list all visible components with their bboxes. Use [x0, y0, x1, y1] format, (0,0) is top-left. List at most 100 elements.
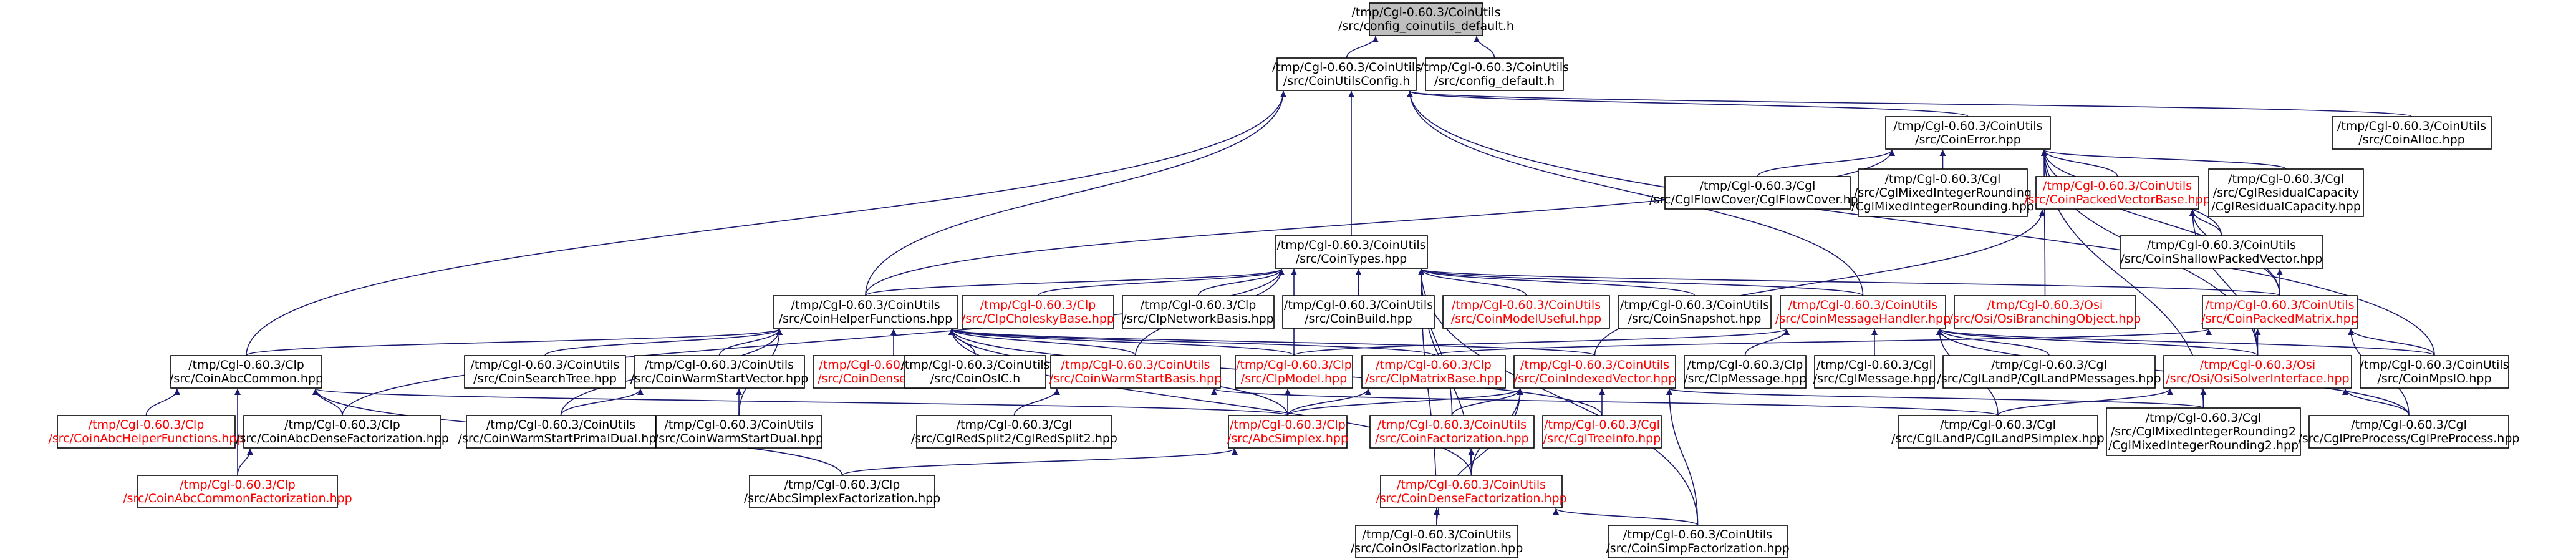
node-label-line: /tmp/Cgl-0.60.3/CoinUtils [1272, 61, 1421, 74]
graph-node-coinmpsio[interactable]: /tmp/Cgl-0.60.3/CoinUtils/src/CoinMpsIO.… [2360, 355, 2509, 389]
edge-cglredsplit2-to-coinwarmstartbasis [1013, 388, 1060, 416]
edge-abcsimplexfact-to-abcsimplex [841, 448, 1238, 476]
graph-node-coinwarmstartdual[interactable]: /tmp/Cgl-0.60.3/CoinUtils/src/CoinWarmSt… [655, 415, 823, 449]
edge-coinwarmstartbasis-to-coinhelper [948, 328, 1136, 356]
graph-node-coinhelper[interactable]: /tmp/Cgl-0.60.3/CoinUtils/src/CoinHelper… [773, 295, 958, 329]
graph-node-clpmessage[interactable]: /tmp/Cgl-0.60.3/Clp/src/ClpMessage.hpp [1684, 355, 1807, 389]
graph-node-clpnetwork[interactable]: /tmp/Cgl-0.60.3/Clp/src/ClpNetworkBasis.… [1122, 295, 1275, 329]
graph-node-coindensefact[interactable]: /tmp/Cgl-0.60.3/CoinUtils/src/CoinDenseF… [1376, 475, 1567, 508]
node-box [1275, 235, 1428, 269]
edge-cgllandpsimplex-to-osisolverinterface [1997, 388, 2173, 416]
node-box [1780, 295, 1946, 329]
node-label-line: /tmp/Cgl-0.60.3/CoinUtils [1351, 6, 1500, 19]
edge-clpabccommon-to-coinhelper [246, 328, 783, 356]
graph-node-cglredsplit2[interactable]: /tmp/Cgl-0.60.3/Cgl/src/CglRedSplit2/Cgl… [911, 415, 1117, 449]
graph-node-cointypes[interactable]: /tmp/Cgl-0.60.3/CoinUtils/src/CoinTypes.… [1275, 235, 1428, 269]
graph-node-coinabchelper[interactable]: /tmp/Cgl-0.60.3/Clp/src/CoinAbcHelperFun… [49, 415, 244, 449]
graph-node-coinabccommonfact[interactable]: /tmp/Cgl-0.60.3/Clp/src/CoinAbcCommonFac… [123, 475, 352, 508]
graph-node-cgllandpmessages[interactable]: /tmp/Cgl-0.60.3/Cgl/src/CglLandP/CglLand… [1937, 355, 2161, 389]
graph-node-osibranching[interactable]: /tmp/Cgl-0.60.3/Osi/src/Osi/OsiBranching… [1949, 295, 2141, 329]
node-label-line: /tmp/Cgl-0.60.3/CoinUtils [1893, 119, 2042, 133]
node-box [1228, 415, 1348, 449]
graph-node-cgllandpsimplex[interactable]: /tmp/Cgl-0.60.3/Cgl/src/CglLandP/CglLand… [1891, 415, 2105, 449]
node-label-line: /tmp/Cgl-0.60.3/Clp [1230, 418, 1346, 432]
edge-abcsimplex-to-clpabccommon [312, 388, 1288, 416]
graph-node-abcsimplex[interactable]: /tmp/Cgl-0.60.3/Clp/src/AbcSimplex.hpp [1227, 415, 1348, 449]
graph-node-clpmatrixbase[interactable]: /tmp/Cgl-0.60.3/Clp/src/ClpMatrixBase.hp… [1361, 355, 1506, 389]
graph-node-clpcholesky[interactable]: /tmp/Cgl-0.60.3/Clp/src/ClpCholeskyBase.… [962, 295, 1114, 329]
graph-node-coinutilsconfig[interactable]: /tmp/Cgl-0.60.3/CoinUtils/src/CoinUtilsC… [1272, 57, 1421, 91]
graph-node-coinoslfact[interactable]: /tmp/Cgl-0.60.3/CoinUtils/src/CoinOslFac… [1351, 525, 1523, 558]
node-label-line: /src/ClpMessage.hpp [1684, 372, 1807, 386]
node-label-line: /src/CoinWarmStartPrimalDual.hpp [458, 432, 664, 445]
graph-node-coinpackedvectorbase[interactable]: /tmp/Cgl-0.60.3/CoinUtils/src/CoinPacked… [2024, 176, 2211, 210]
graph-node-cglflowcover[interactable]: /tmp/Cgl-0.60.3/Cgl/src/CglFlowCover/Cgl… [1649, 176, 1866, 210]
edge-osibranching-to-coinerror [2041, 149, 2048, 296]
node-label-line: /src/ClpCholeskyBase.hpp [962, 312, 1114, 326]
node-label-line: /src/CglMixedIntegerRounding2 [2111, 425, 2296, 439]
graph-node-cglmir2[interactable]: /tmp/Cgl-0.60.3/Cgl/src/CglMixedIntegerR… [2106, 407, 2301, 456]
graph-node-clpmodel[interactable]: /tmp/Cgl-0.60.3/Clp/src/ClpModel.hpp [1235, 355, 1353, 389]
graph-node-coinwarmstartprimaldual[interactable]: /tmp/Cgl-0.60.3/CoinUtils/src/CoinWarmSt… [458, 415, 664, 449]
edge-coinpackedvectorbase-to-coinerror [2041, 149, 2118, 177]
node-label-line: /tmp/Cgl-0.60.3/CoinUtils [470, 358, 619, 372]
node-label-line: /src/CoinShallowPackedVector.hpp [2121, 252, 2323, 266]
graph-node-coinwarmstartbasis[interactable]: /tmp/Cgl-0.60.3/CoinUtils/src/CoinWarmSt… [1049, 355, 1222, 389]
node-label-line: /tmp/Cgl-0.60.3/Clp [784, 478, 900, 492]
graph-node-coinindexedvector[interactable]: /tmp/Cgl-0.60.3/CoinUtils/src/CoinIndexe… [1513, 355, 1676, 389]
graph-node-cglmir[interactable]: /tmp/Cgl-0.60.3/Cgl/src/CglMixedIntegerR… [1851, 168, 2034, 217]
node-label-line: /src/CoinError.hpp [1915, 133, 2021, 147]
node-box [57, 415, 236, 449]
edge-clpcholesky-to-cointypes [1037, 268, 1285, 296]
graph-node-cgltreeinfo[interactable]: /tmp/Cgl-0.60.3/Cgl/src/CglTreeInfo.hpp [1542, 415, 1662, 449]
node-label-line: /src/CglRedSplit2/CglRedSplit2.hpp [911, 432, 1117, 445]
node-box [962, 295, 1114, 329]
graph-node-coinwarmstartvector[interactable]: /tmp/Cgl-0.60.3/CoinUtils/src/CoinWarmSt… [630, 355, 808, 389]
graph-node-cglresidual[interactable]: /tmp/Cgl-0.60.3/Cgl/src/CglResidualCapac… [2208, 168, 2364, 217]
node-label-line: /tmp/Cgl-0.60.3/Clp [1141, 298, 1257, 312]
node-box [1814, 355, 1935, 389]
node-box [2202, 295, 2358, 329]
graph-node-coinerror[interactable]: /tmp/Cgl-0.60.3/CoinUtils/src/CoinError.… [1885, 116, 2051, 150]
node-label-line: /tmp/Cgl-0.60.3/Clp [980, 298, 1096, 312]
graph-node-clpabccommon[interactable]: /tmp/Cgl-0.60.3/Clp/src/CoinAbcCommon.hp… [170, 355, 323, 389]
node-label-line: /src/config_default.h [1434, 74, 1555, 88]
node-box [655, 415, 822, 449]
node-box [749, 475, 935, 508]
graph-node-cglpreprocess[interactable]: /tmp/Cgl-0.60.3/Cgl/src/CglPreProcess/Cg… [2299, 415, 2520, 449]
graph-node-coinalloc[interactable]: /tmp/Cgl-0.60.3/CoinUtils/src/CoinAlloc.… [2332, 116, 2492, 150]
graph-node-coinpackedmatrix[interactable]: /tmp/Cgl-0.60.3/CoinUtils/src/CoinPacked… [2201, 295, 2358, 329]
node-label-line: /tmp/Cgl-0.60.3/CoinUtils [1362, 528, 1511, 542]
graph-node-coinsearchtree[interactable]: /tmp/Cgl-0.60.3/CoinUtils/src/CoinSearch… [464, 355, 626, 389]
node-label-line: /src/ClpNetworkBasis.hpp [1122, 312, 1273, 326]
node-label-line: /tmp/Cgl-0.60.3/Cgl [1544, 418, 1660, 432]
node-label-line: /tmp/Cgl-0.60.3/CoinUtils [1420, 61, 1569, 74]
node-label-line: /tmp/Cgl-0.60.3/Osi [1987, 298, 2103, 312]
graph-node-cglmessage[interactable]: /tmp/Cgl-0.60.3/Cgl/src/CglMessage.hpp [1813, 355, 1936, 389]
graph-node-clpcoinabcdense[interactable]: /tmp/Cgl-0.60.3/Clp/src/CoinAbcDenseFact… [236, 415, 449, 449]
node-label-line: /src/Osi/OsiBranchingObject.hpp [1949, 312, 2141, 326]
edges-layer [145, 36, 2435, 526]
node-label-line: /src/CoinHelperFunctions.hpp [779, 312, 953, 326]
graph-node-coinbuild[interactable]: /tmp/Cgl-0.60.3/CoinUtils/src/CoinBuild.… [1282, 295, 1435, 329]
graph-node-coinsnapshot[interactable]: /tmp/Cgl-0.60.3/CoinUtils/src/CoinSnapsh… [1618, 295, 1772, 329]
graph-node-coinmessagehandler[interactable]: /tmp/Cgl-0.60.3/CoinUtils/src/CoinMessag… [1775, 295, 1951, 329]
edge-clpmodel-to-coinmessagehandler [1293, 328, 1790, 356]
node-box [243, 415, 441, 449]
node-label-line: /src/CoinDenseFactorization.hpp [1376, 492, 1566, 505]
graph-node-coinsimpfact[interactable]: /tmp/Cgl-0.60.3/CoinUtils/src/CoinSimpFa… [1606, 525, 1790, 558]
node-box [1361, 355, 1506, 389]
node-label-line: /src/CglTreeInfo.hpp [1543, 432, 1661, 445]
graph-node-coinshallow[interactable]: /tmp/Cgl-0.60.3/CoinUtils/src/CoinShallo… [2120, 235, 2323, 269]
node-label-line: /src/CoinWarmStartDual.hpp [655, 432, 823, 445]
graph-node-coinoslc[interactable]: /tmp/Cgl-0.60.3/CoinUtils/src/CoinOslC.h [900, 355, 1050, 389]
graph-node-osisolverinterface[interactable]: /tmp/Cgl-0.60.3/Osi/src/Osi/OsiSolverInt… [2163, 355, 2352, 389]
edge-cglpreprocess-to-osisolverinterface [2342, 388, 2410, 416]
edge-abcsimplex-to-clpmatrixbase [1287, 388, 1371, 416]
edge-cgllandpmessages-to-coinmessagehandler [1936, 328, 2050, 356]
graph-node-config_default[interactable]: /tmp/Cgl-0.60.3/CoinUtils/src/config_def… [1420, 57, 1569, 91]
graph-node-coinfactorization[interactable]: /tmp/Cgl-0.60.3/CoinUtils/src/CoinFactor… [1369, 415, 1535, 449]
graph-node-abcsimplexfact[interactable]: /tmp/Cgl-0.60.3/Clp/src/AbcSimplexFactor… [744, 475, 941, 508]
graph-node-coinmodeluseful[interactable]: /tmp/Cgl-0.60.3/CoinUtils/src/CoinModelU… [1442, 295, 1610, 329]
node-box [1942, 355, 2156, 389]
